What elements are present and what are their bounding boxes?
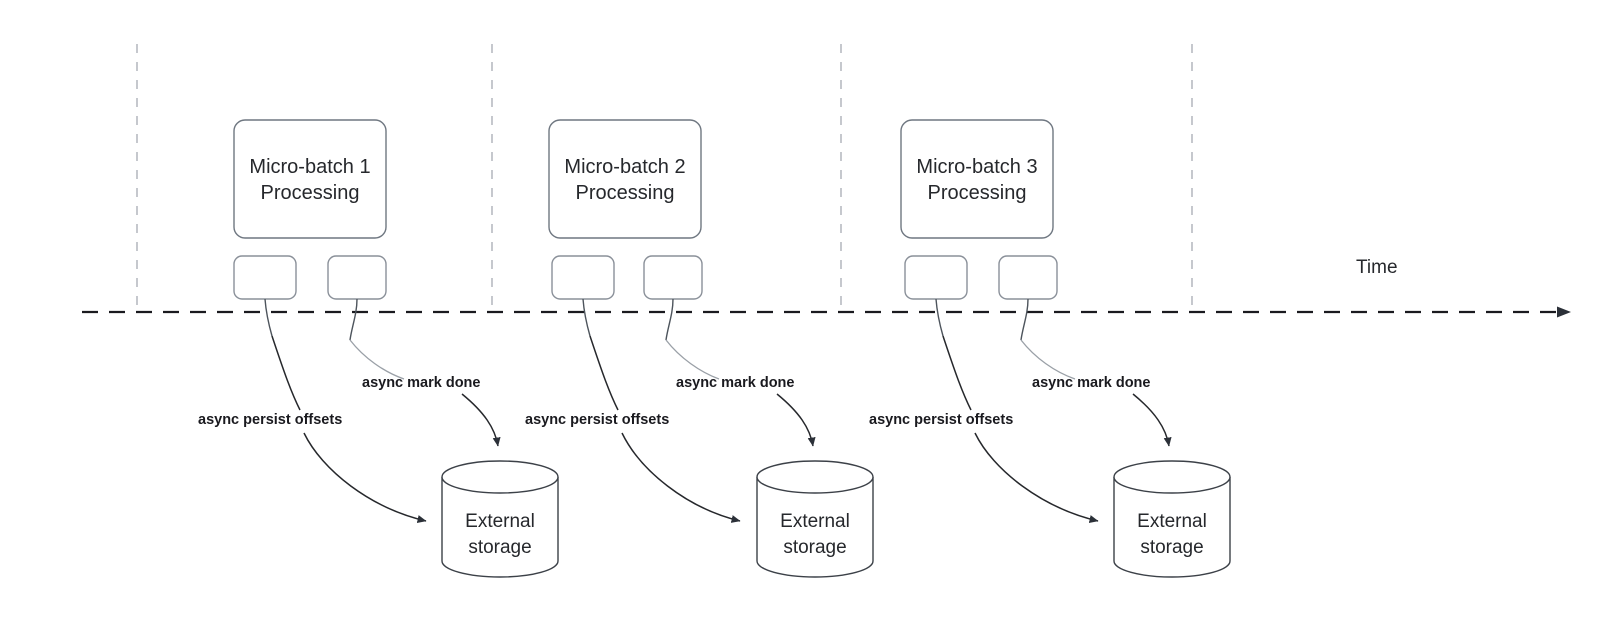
async-persist-offsets-label-1: async persist offsets [198, 412, 342, 428]
async-mark-done-label-3: async mark done [1032, 375, 1150, 391]
persist-connector-2 [582, 298, 591, 337]
persist-task-box-3[interactable] [904, 255, 968, 300]
micro-batch-2-processing-box[interactable] [548, 119, 702, 239]
persist-connector-1 [264, 298, 273, 337]
async-mark-done-curve-2a [665, 339, 720, 380]
micro-batch-group-1: Micro-batch 1 Processing async persist o… [198, 119, 559, 578]
external-storage-label-2-line1: External [780, 511, 850, 532]
external-storage-cylinder-top-2 [756, 460, 874, 494]
external-storage-label-3-line2: storage [1140, 537, 1203, 558]
micro-batch-1-label-line1: Micro-batch 1 [249, 156, 370, 178]
external-storage-cylinder-body-2[interactable] [756, 477, 874, 578]
async-mark-done-label-1: async mark done [362, 375, 480, 391]
micro-batch-group-3: Micro-batch 3 Processing async persist o… [869, 119, 1231, 578]
async-persist-offsets-curve-3b [974, 432, 1099, 523]
external-storage-label-3-line1: External [1137, 511, 1207, 532]
micro-batch-3-label-line1: Micro-batch 3 [916, 156, 1037, 178]
async-persist-offsets-curve-2a [589, 335, 619, 411]
async-mark-done-label-2: async mark done [676, 375, 794, 391]
async-persist-offsets-label-2: async persist offsets [525, 412, 669, 428]
external-storage-cylinder-top-3 [1113, 460, 1231, 494]
external-storage-label-1-line2: storage [468, 537, 531, 558]
persist-task-box-1[interactable] [233, 255, 297, 300]
external-storage-cylinder-body-3[interactable] [1113, 477, 1231, 578]
mark-done-connector-1 [349, 298, 358, 341]
mark-done-task-box-3[interactable] [998, 255, 1058, 300]
persist-connector-3 [935, 298, 944, 337]
micro-batch-3-label-line2: Processing [928, 182, 1027, 204]
micro-batch-1-processing-box[interactable] [233, 119, 387, 239]
async-mark-done-curve-3a [1020, 339, 1076, 380]
async-persist-offsets-curve-2b [621, 432, 741, 523]
async-persist-offsets-curve-3a [942, 335, 972, 411]
async-persist-offsets-label-3: async persist offsets [869, 412, 1013, 428]
micro-batch-group-2: Micro-batch 2 Processing async persist o… [525, 119, 874, 578]
external-storage-label-1-line1: External [465, 511, 535, 532]
time-axis-label: Time [1356, 257, 1398, 278]
async-mark-done-curve-1b [461, 393, 501, 447]
async-persist-offsets-curve-1a [271, 335, 301, 411]
mark-done-task-box-1[interactable] [327, 255, 387, 300]
async-mark-done-curve-3b [1132, 393, 1172, 447]
batch-boundary-ticks [136, 44, 1193, 312]
micro-batch-1-label-line2: Processing [261, 182, 360, 204]
external-storage-label-2-line2: storage [783, 537, 846, 558]
persist-task-box-2[interactable] [551, 255, 615, 300]
micro-batch-3-processing-box[interactable] [900, 119, 1054, 239]
micro-batch-2-label-line1: Micro-batch 2 [564, 156, 685, 178]
async-mark-done-curve-1a [349, 339, 405, 380]
micro-batch-2-label-line2: Processing [576, 182, 675, 204]
mark-done-connector-3 [1020, 298, 1029, 341]
mark-done-task-box-2[interactable] [643, 255, 703, 300]
mark-done-connector-2 [665, 298, 674, 341]
async-persist-offsets-curve-1b [303, 432, 427, 523]
external-storage-cylinder-body-1[interactable] [441, 477, 559, 578]
external-storage-cylinder-top-1 [441, 460, 559, 494]
async-mark-done-curve-2b [776, 393, 816, 447]
